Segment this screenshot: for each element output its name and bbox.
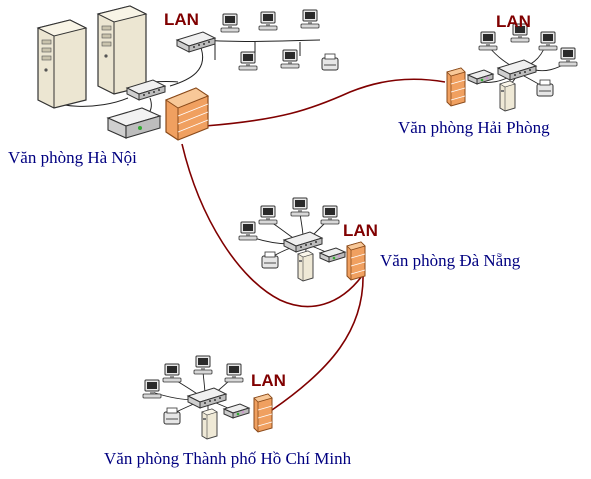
printer-icon bbox=[536, 79, 554, 97]
workstation-icon bbox=[478, 31, 498, 51]
lan-label-hcm: LAN bbox=[251, 371, 286, 390]
workstation-icon bbox=[258, 11, 278, 31]
router-icon bbox=[467, 69, 494, 85]
office-danang: LAN Văn phòng Đà Nẵng bbox=[238, 197, 521, 282]
server-icon bbox=[201, 408, 218, 440]
office-haiphong: LAN Văn phòng Hải Phòng bbox=[398, 12, 578, 137]
workstation-icon bbox=[238, 221, 258, 241]
firewall-icon bbox=[253, 393, 273, 433]
workstation-icon bbox=[238, 51, 258, 71]
wan-link-hanoi-haiphong bbox=[204, 78, 446, 127]
firewall-icon bbox=[346, 241, 366, 281]
printer-icon bbox=[163, 407, 181, 425]
workstation-icon bbox=[300, 9, 320, 29]
router-icon bbox=[106, 107, 162, 139]
office-hanoi: LAN Văn phòng Hà Nội bbox=[8, 5, 339, 167]
lan-label-hanoi: LAN bbox=[164, 10, 199, 29]
server-icon bbox=[37, 19, 87, 109]
switch-icon bbox=[176, 31, 216, 53]
office-hcm: LAN Văn phòng Thành phố Hồ Chí Minh bbox=[104, 355, 352, 468]
workstation-icon bbox=[224, 363, 244, 383]
workstation-icon bbox=[290, 197, 310, 217]
wan-link-hanoi-danang bbox=[181, 143, 363, 308]
lan-label-danang: LAN bbox=[343, 221, 378, 240]
workstation-icon bbox=[142, 379, 162, 399]
workstation-icon bbox=[320, 205, 340, 225]
workstation-icon bbox=[280, 49, 300, 69]
workstation-icon bbox=[220, 13, 240, 33]
workstation-icon bbox=[162, 363, 182, 383]
printer-icon bbox=[321, 53, 339, 71]
router-icon bbox=[319, 247, 346, 263]
workstation-icon bbox=[538, 31, 558, 51]
office-label-danang: Văn phòng Đà Nẵng bbox=[380, 251, 521, 270]
lan-label-haiphong: LAN bbox=[496, 12, 531, 31]
server-icon bbox=[97, 5, 147, 95]
workstation-icon bbox=[558, 47, 578, 67]
server-icon bbox=[499, 80, 516, 112]
wan-link-danang-hcm bbox=[271, 271, 364, 411]
switch-icon bbox=[497, 59, 537, 81]
router-icon bbox=[223, 403, 250, 419]
workstation-icon bbox=[258, 205, 278, 225]
office-label-hanoi: Văn phòng Hà Nội bbox=[8, 148, 137, 167]
firewall-icon bbox=[164, 87, 210, 141]
wan-links bbox=[181, 78, 446, 411]
workstation-icon bbox=[193, 355, 213, 375]
office-label-hcm: Văn phòng Thành phố Hồ Chí Minh bbox=[104, 449, 352, 468]
firewall-icon bbox=[446, 67, 466, 107]
server-icon bbox=[297, 250, 314, 282]
office-label-haiphong: Văn phòng Hải Phòng bbox=[398, 118, 550, 137]
